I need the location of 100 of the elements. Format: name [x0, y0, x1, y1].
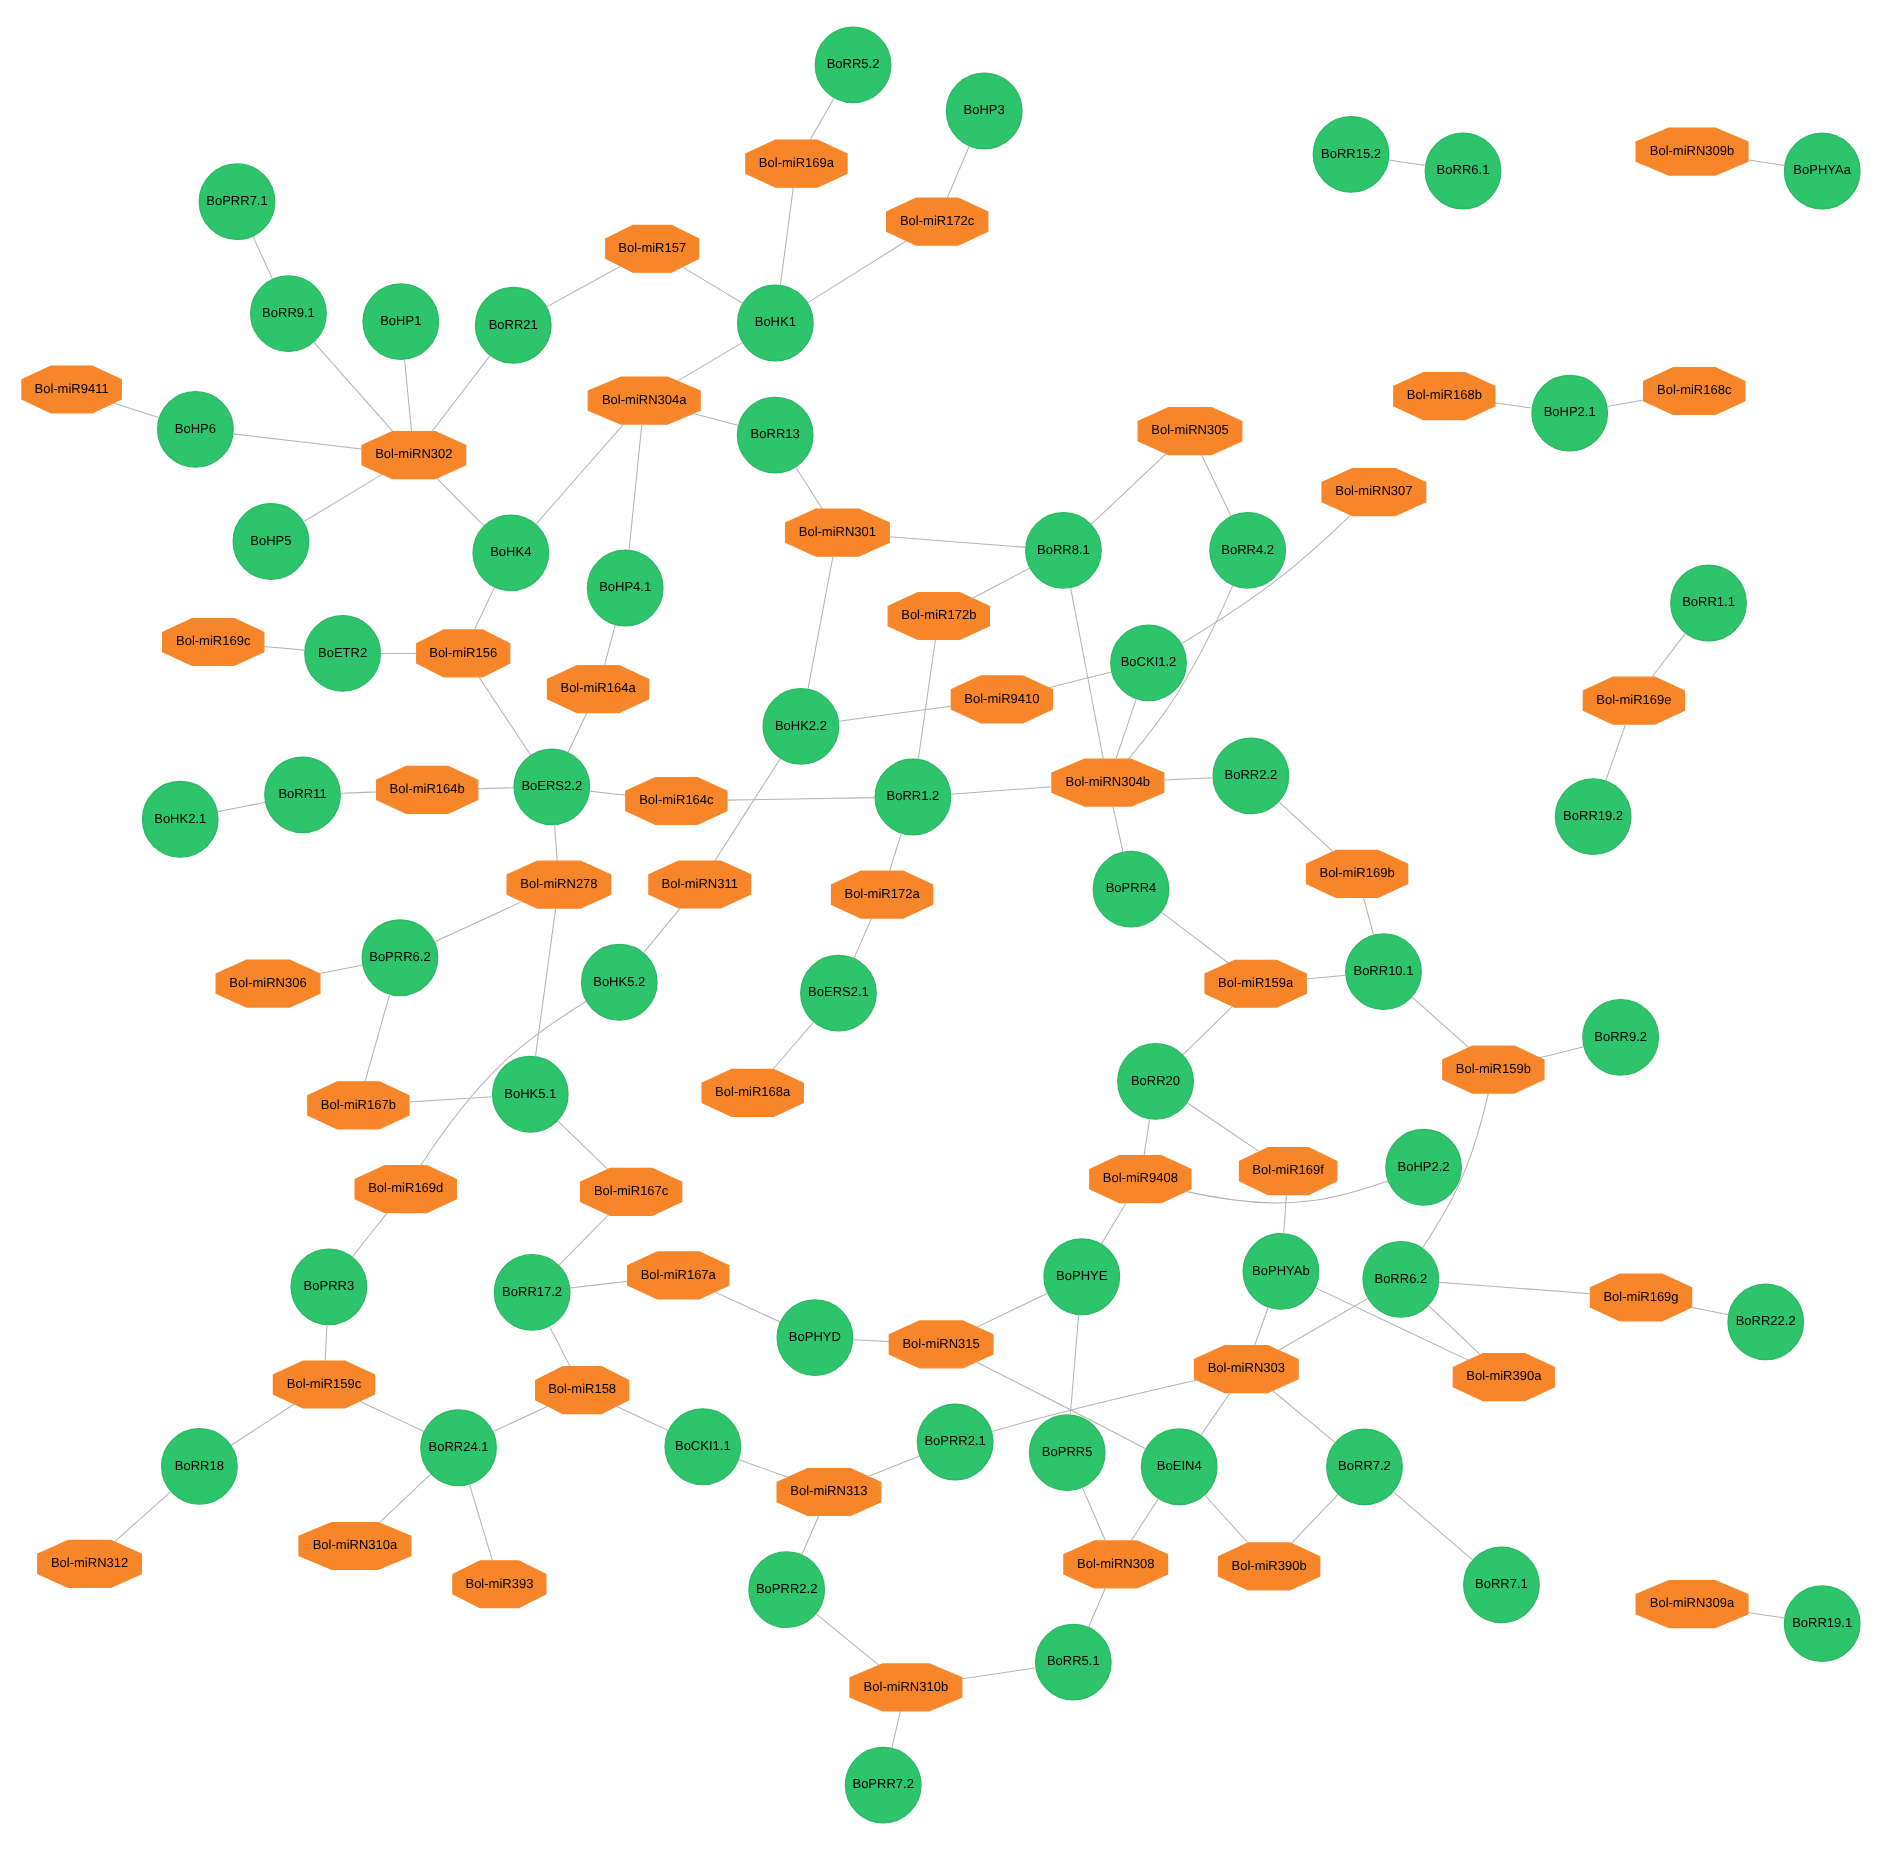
connector	[1272, 1390, 1336, 1443]
connector	[853, 918, 873, 959]
connector	[569, 1280, 629, 1289]
connector	[976, 1292, 1048, 1328]
connector	[807, 240, 908, 304]
connector	[554, 824, 558, 862]
connector	[1290, 1493, 1339, 1544]
connector	[230, 1403, 295, 1447]
connector	[682, 266, 744, 304]
connector	[216, 801, 266, 813]
connector	[313, 341, 394, 432]
connector	[891, 1710, 901, 1749]
connector	[1314, 1287, 1469, 1361]
connector	[1411, 996, 1469, 1048]
connector	[628, 423, 643, 551]
connector	[889, 832, 903, 872]
connector	[1539, 1046, 1585, 1059]
connector	[815, 1613, 880, 1666]
connector	[546, 265, 622, 308]
connector	[795, 466, 823, 510]
connector	[801, 1515, 820, 1556]
connector	[1305, 974, 1347, 980]
connector	[1115, 698, 1137, 760]
connector	[888, 536, 1027, 548]
connector	[991, 1379, 1198, 1432]
connector	[1204, 1494, 1249, 1544]
connector	[380, 652, 418, 654]
connector	[615, 1405, 669, 1432]
connector	[431, 354, 491, 432]
connector	[351, 1212, 388, 1258]
connector	[434, 900, 523, 943]
connector	[1160, 911, 1229, 964]
connector	[232, 433, 363, 450]
connector	[1100, 1202, 1127, 1245]
connector	[1180, 514, 1352, 645]
connector	[1392, 1491, 1474, 1561]
connector	[548, 1325, 571, 1367]
connector	[772, 1021, 815, 1070]
connector	[1605, 723, 1627, 782]
connector	[1185, 1180, 1389, 1204]
connector	[408, 1096, 494, 1103]
connector	[1048, 671, 1112, 689]
connector	[917, 639, 936, 760]
connector	[1278, 801, 1334, 853]
connector	[961, 1667, 1037, 1680]
connector	[324, 1324, 328, 1362]
connector	[1747, 159, 1786, 166]
connector	[1438, 1281, 1592, 1295]
connector	[318, 964, 364, 975]
connector	[1362, 896, 1375, 936]
connector	[436, 477, 485, 527]
connector	[807, 555, 834, 690]
connector	[726, 797, 876, 801]
connector	[556, 1120, 609, 1170]
connector	[1606, 399, 1645, 408]
connector	[852, 1339, 890, 1343]
connector	[303, 473, 383, 523]
connector	[603, 624, 616, 667]
connector	[113, 402, 160, 419]
connector	[359, 1400, 425, 1433]
connector	[567, 712, 588, 754]
connector	[975, 1361, 1147, 1450]
connector	[1278, 1297, 1369, 1351]
connector	[1388, 159, 1427, 166]
connector	[692, 412, 740, 426]
connector	[1087, 1587, 1106, 1628]
connector	[340, 791, 377, 794]
connector	[1081, 1486, 1106, 1542]
connector	[1090, 453, 1167, 525]
connector	[558, 1214, 610, 1266]
connector	[477, 787, 515, 790]
connector	[1200, 454, 1232, 517]
connector	[1254, 1306, 1269, 1346]
connector	[779, 186, 794, 286]
connector	[946, 145, 970, 199]
connector	[1127, 584, 1234, 760]
connector	[676, 341, 744, 382]
connector	[1163, 777, 1214, 781]
connector	[1421, 1092, 1489, 1249]
connector	[1182, 1005, 1233, 1056]
connector	[1130, 1498, 1159, 1542]
connector	[1283, 1194, 1287, 1235]
connector	[535, 423, 625, 525]
connector	[1651, 632, 1687, 678]
connector	[714, 1291, 781, 1323]
connector	[1143, 1118, 1151, 1156]
connector	[737, 1459, 789, 1478]
connector	[642, 907, 681, 954]
connector	[468, 1483, 493, 1561]
connector	[838, 705, 952, 722]
connector	[1427, 1304, 1481, 1355]
connector	[809, 97, 835, 141]
connector	[478, 676, 532, 756]
connector	[867, 1455, 921, 1477]
connector	[1186, 1102, 1260, 1153]
connector	[1200, 1392, 1231, 1437]
connector	[1070, 587, 1104, 760]
connector	[473, 586, 496, 631]
connector	[1112, 805, 1124, 853]
connector	[588, 790, 627, 796]
